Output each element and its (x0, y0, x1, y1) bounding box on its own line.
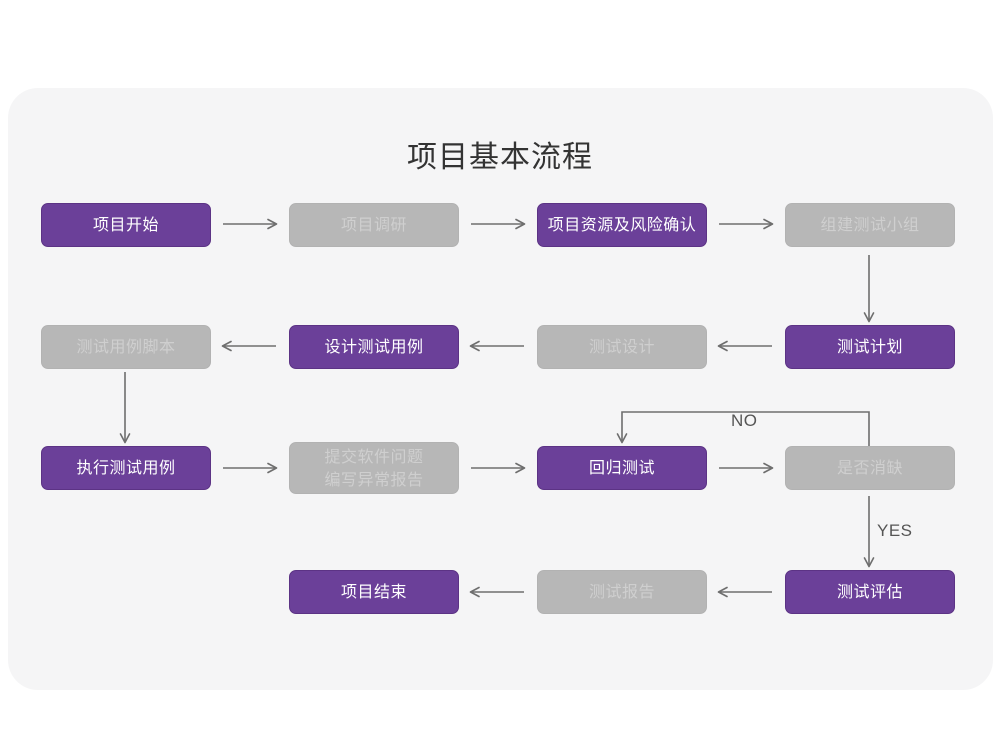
node-regression-test[interactable]: 回归测试 (537, 446, 707, 490)
node-label: 项目调研 (340, 215, 407, 234)
node-project-end[interactable]: 项目结束 (289, 570, 459, 614)
node-label: 测试报告 (588, 582, 655, 601)
node-label: 提交软件问题 编写异常报告 (324, 447, 424, 489)
node-project-research[interactable]: 项目调研 (289, 203, 459, 247)
node-label: 组建测试小组 (820, 215, 920, 234)
edge-label-no: NO (731, 411, 758, 430)
node-label: 回归测试 (588, 458, 655, 477)
node-execute-test-case[interactable]: 执行测试用例 (41, 446, 211, 490)
node-defect-resolved-decision[interactable]: 是否消缺 (785, 446, 955, 490)
node-test-report[interactable]: 测试报告 (537, 570, 707, 614)
page-title: 项目基本流程 (407, 140, 593, 175)
node-label: 是否消缺 (836, 458, 903, 477)
node-test-plan[interactable]: 测试计划 (785, 325, 955, 369)
node-test-evaluation[interactable]: 测试评估 (785, 570, 955, 614)
node-label: 测试设计 (588, 337, 655, 356)
node-test-case-script[interactable]: 测试用例脚本 (41, 325, 211, 369)
node-label: 项目资源及风险确认 (547, 215, 697, 234)
node-label: 执行测试用例 (76, 458, 176, 477)
edge-label-yes: YES (877, 521, 913, 540)
node-design-test-case[interactable]: 设计测试用例 (289, 325, 459, 369)
node-submit-defect-report[interactable]: 提交软件问题 编写异常报告 (289, 442, 459, 494)
node-label: 测试用例脚本 (76, 337, 176, 356)
node-label: 项目结束 (340, 582, 407, 601)
node-project-start[interactable]: 项目开始 (41, 203, 211, 247)
node-label: 项目开始 (92, 215, 159, 234)
node-label: 测试计划 (836, 337, 903, 356)
node-resource-risk-confirm[interactable]: 项目资源及风险确认 (537, 203, 707, 247)
node-test-design[interactable]: 测试设计 (537, 325, 707, 369)
node-build-test-team[interactable]: 组建测试小组 (785, 203, 955, 247)
node-label: 测试评估 (836, 582, 903, 601)
node-label: 设计测试用例 (324, 337, 424, 356)
